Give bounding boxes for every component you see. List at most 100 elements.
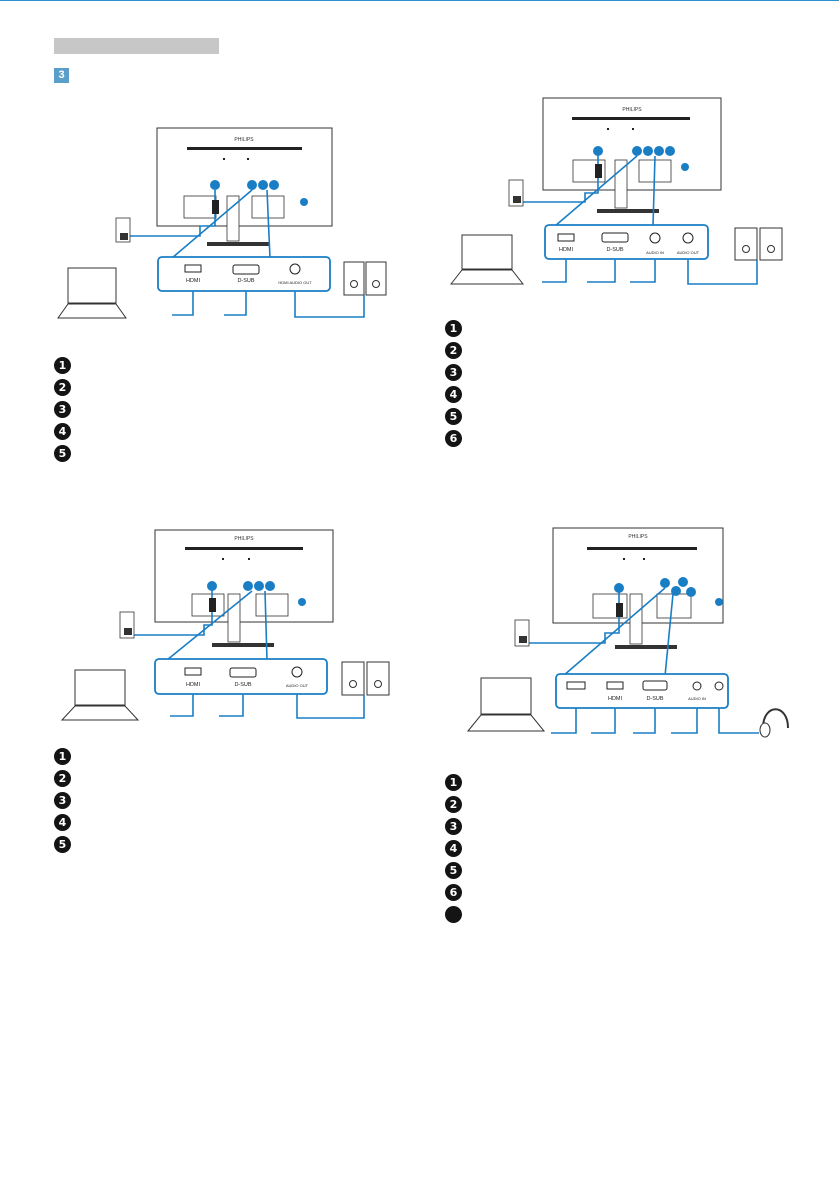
hdmi-port: HDMI bbox=[184, 667, 202, 688]
legend-item: 2 bbox=[54, 767, 71, 789]
svg-text:D-SUB: D-SUB bbox=[606, 247, 623, 253]
number-badge: 3 bbox=[54, 400, 71, 418]
audio-out-port: AUDIO OUT bbox=[286, 666, 309, 688]
laptop bbox=[449, 234, 525, 285]
audio-out-port: HDMI AUDIO OUT bbox=[278, 263, 312, 285]
wall-outlet bbox=[115, 217, 131, 243]
legend-1: 1 2 3 4 5 bbox=[54, 354, 71, 464]
number-badge: 1 bbox=[445, 319, 462, 337]
svg-text:HDMI: HDMI bbox=[186, 278, 201, 284]
signal-cables bbox=[172, 291, 365, 318]
hdmi-port: HDMI bbox=[557, 233, 575, 253]
wall-outlet bbox=[514, 619, 530, 647]
diagram-1-svg: PHILIPS HDMI D-SUB HDMI AUDIO OUT bbox=[57, 127, 387, 319]
legend-item: 4 bbox=[445, 383, 462, 405]
number-badge: 2 bbox=[445, 341, 462, 359]
connection-diagram-1: PHILIPS HDMI D-SUB HDMI AUDIO OUT bbox=[52, 127, 392, 328]
callouts bbox=[614, 577, 723, 606]
port-panel bbox=[555, 673, 729, 709]
callouts bbox=[210, 180, 308, 206]
svg-text:D-SUB: D-SUB bbox=[234, 682, 251, 688]
legend-item: 1 bbox=[54, 354, 71, 376]
number-badge: 6 bbox=[445, 429, 462, 447]
dsub-port: D-SUB bbox=[232, 264, 260, 284]
brand-text: PHILIPS bbox=[234, 137, 254, 143]
power-cable bbox=[134, 590, 216, 636]
legend-item: 3 bbox=[445, 361, 462, 383]
brand-text: PHILIPS bbox=[628, 534, 648, 540]
wall-outlet bbox=[508, 179, 524, 207]
number-badge: 5 bbox=[54, 444, 71, 462]
number-badge: 1 bbox=[54, 747, 71, 765]
step-number-badge: 3 bbox=[54, 68, 69, 83]
svg-text:AUDIO OUT: AUDIO OUT bbox=[677, 250, 700, 255]
number-badge: 3 bbox=[54, 791, 71, 809]
power-cable bbox=[130, 190, 219, 237]
legend-item: 1 bbox=[54, 745, 71, 767]
legend-item: 5 bbox=[445, 859, 462, 881]
dsub-port: D-SUB bbox=[642, 680, 668, 702]
header-bar bbox=[54, 38, 219, 54]
legend-item: 6 bbox=[445, 881, 462, 903]
hdmi-port: HDMI bbox=[184, 264, 202, 284]
top-rule bbox=[0, 0, 839, 1]
number-badge: 5 bbox=[445, 407, 462, 425]
number-badge: 2 bbox=[445, 795, 462, 813]
svg-text:D-SUB: D-SUB bbox=[646, 696, 663, 702]
number-badge bbox=[445, 905, 462, 923]
connection-diagram-3: PHILIPS HDMI D-SUB AUDIO OUT bbox=[52, 529, 392, 725]
brand-text: PHILIPS bbox=[234, 536, 254, 542]
legend-4: 1 2 3 4 5 6 bbox=[445, 771, 462, 925]
legend-item: 4 bbox=[445, 837, 462, 859]
legend-item: 3 bbox=[54, 398, 71, 420]
monitor-back: PHILIPS bbox=[542, 97, 722, 213]
svg-text:AUDIO IN: AUDIO IN bbox=[646, 250, 664, 255]
power-cable bbox=[529, 590, 623, 644]
dsub-port: D-SUB bbox=[601, 232, 629, 253]
number-badge: 3 bbox=[445, 817, 462, 835]
legend-2: 1 2 3 4 5 6 bbox=[445, 317, 462, 449]
number-badge: 6 bbox=[445, 883, 462, 901]
monitor-back: PHILIPS bbox=[154, 529, 334, 647]
brand-text: PHILIPS bbox=[622, 107, 642, 113]
power-cable bbox=[523, 153, 602, 203]
number-badge: 4 bbox=[54, 813, 71, 831]
number-badge: 3 bbox=[445, 363, 462, 381]
laptop bbox=[60, 669, 140, 721]
legend-item: 2 bbox=[445, 339, 462, 361]
legend-item: 2 bbox=[445, 793, 462, 815]
svg-text:AUDIO OUT: AUDIO OUT bbox=[286, 683, 309, 688]
legend-item: 3 bbox=[54, 789, 71, 811]
legend-item bbox=[445, 903, 462, 925]
number-badge: 4 bbox=[445, 839, 462, 857]
displayport-port bbox=[566, 681, 586, 690]
callouts bbox=[207, 581, 306, 606]
legend-item: 4 bbox=[54, 420, 71, 442]
wall-outlet bbox=[119, 611, 135, 639]
connection-diagram-4: PHILIPS HDMI D-SUB AUDIO IN bbox=[443, 527, 793, 748]
hdmi-port: HDMI bbox=[606, 681, 624, 702]
number-badge: 5 bbox=[54, 835, 71, 853]
speakers bbox=[341, 661, 390, 696]
audio-out-port: AUDIO OUT bbox=[677, 232, 700, 255]
laptop bbox=[57, 267, 127, 319]
headphone-port bbox=[714, 681, 724, 691]
legend-item: 1 bbox=[445, 771, 462, 793]
signal-cables bbox=[551, 708, 759, 734]
monitor-back: PHILIPS bbox=[552, 527, 724, 649]
connection-diagram-2: PHILIPS HDMI D-SUB AUDIO IN AUD bbox=[445, 97, 790, 298]
legend-item: 5 bbox=[445, 405, 462, 427]
headphones bbox=[759, 708, 789, 738]
speakers bbox=[343, 261, 387, 296]
audio-in-port: AUDIO IN bbox=[646, 232, 664, 255]
svg-text:HDMI AUDIO OUT: HDMI AUDIO OUT bbox=[278, 280, 312, 285]
number-badge: 4 bbox=[445, 385, 462, 403]
monitor-back: PHILIPS bbox=[156, 127, 333, 246]
legend-3: 1 2 3 4 5 bbox=[54, 745, 71, 855]
legend-item: 4 bbox=[54, 811, 71, 833]
number-badge: 5 bbox=[445, 861, 462, 879]
legend-item: 2 bbox=[54, 376, 71, 398]
speakers bbox=[734, 227, 783, 261]
svg-text:HDMI: HDMI bbox=[186, 682, 201, 688]
svg-text:HDMI: HDMI bbox=[608, 696, 623, 702]
